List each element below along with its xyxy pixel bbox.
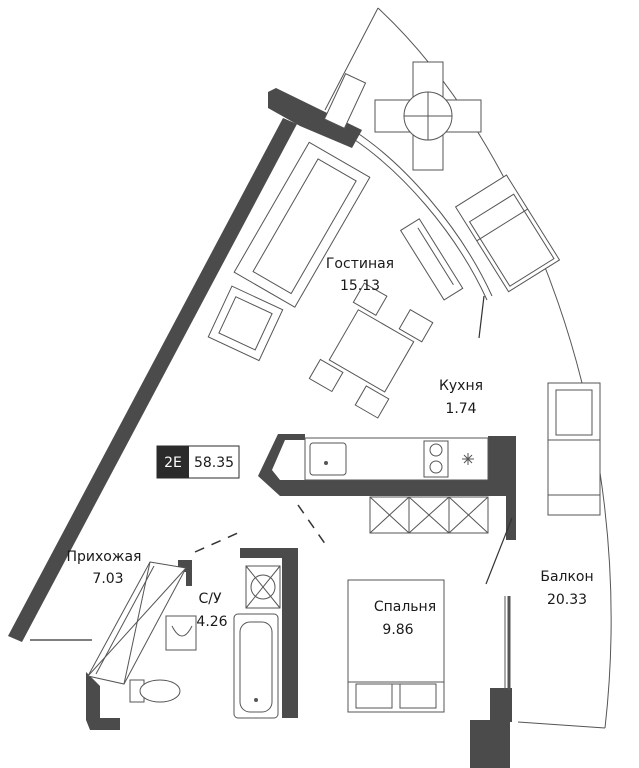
planter <box>323 73 367 129</box>
balcony-table-set <box>374 61 482 171</box>
tv-unit <box>399 218 464 301</box>
living-room-area: 15.13 <box>340 278 380 294</box>
apartment-badge: 2E 58.35 <box>156 445 240 479</box>
bottom-wall-right <box>470 720 510 768</box>
bathroom-area: 4.26 <box>196 614 227 630</box>
dining-set <box>308 282 434 419</box>
apartment-total-area: 58.35 <box>194 455 234 471</box>
door-swings <box>30 295 513 641</box>
hallway-wardrobe <box>87 561 187 685</box>
apartment-type-box <box>157 446 189 478</box>
stove-icon <box>423 440 449 478</box>
sink-icon <box>309 442 347 476</box>
armchair <box>207 285 284 362</box>
walls <box>8 88 516 768</box>
balcony-furniture <box>323 61 601 516</box>
kitchen-name: Кухня <box>439 378 483 394</box>
top-wall <box>268 88 362 148</box>
bathroom-wall-top <box>240 548 298 558</box>
bathroom-fixtures <box>129 565 281 719</box>
kitchen-area: 1.74 <box>445 401 476 417</box>
hallway-area: 7.03 <box>92 571 123 587</box>
bathroom-name: С/У <box>198 591 221 607</box>
living-furniture <box>207 141 464 419</box>
sun-lounger <box>547 382 601 516</box>
wardrobe <box>369 496 489 534</box>
bedroom-furniture <box>347 579 445 713</box>
toilet-icon <box>129 679 181 703</box>
kitchen-column <box>488 436 516 540</box>
balcony-name: Балкон <box>540 569 593 585</box>
balcony-area: 20.33 <box>547 592 587 608</box>
hallway-name: Прихожая <box>67 549 142 565</box>
kitchen-furniture <box>304 437 489 534</box>
bedroom-right-wall <box>490 688 512 722</box>
bedroom-area: 9.86 <box>382 622 413 638</box>
bedroom-name: Спальня <box>374 599 436 615</box>
sofa <box>233 141 371 308</box>
apartment-type: 2E <box>164 455 182 471</box>
hood-icon <box>462 453 474 465</box>
washbasin-icon <box>165 615 197 651</box>
living-room-name: Гостиная <box>326 256 394 272</box>
bathroom-wall-left <box>178 560 192 586</box>
room-labels: Гостиная 15.13 Кухня 1.74 Прихожая 7.03 … <box>67 256 594 638</box>
exterior-diagonal-wall <box>8 118 297 642</box>
bathroom-wall-right <box>282 548 298 718</box>
lounge-chair <box>454 174 561 293</box>
bottom-wall <box>86 672 120 730</box>
